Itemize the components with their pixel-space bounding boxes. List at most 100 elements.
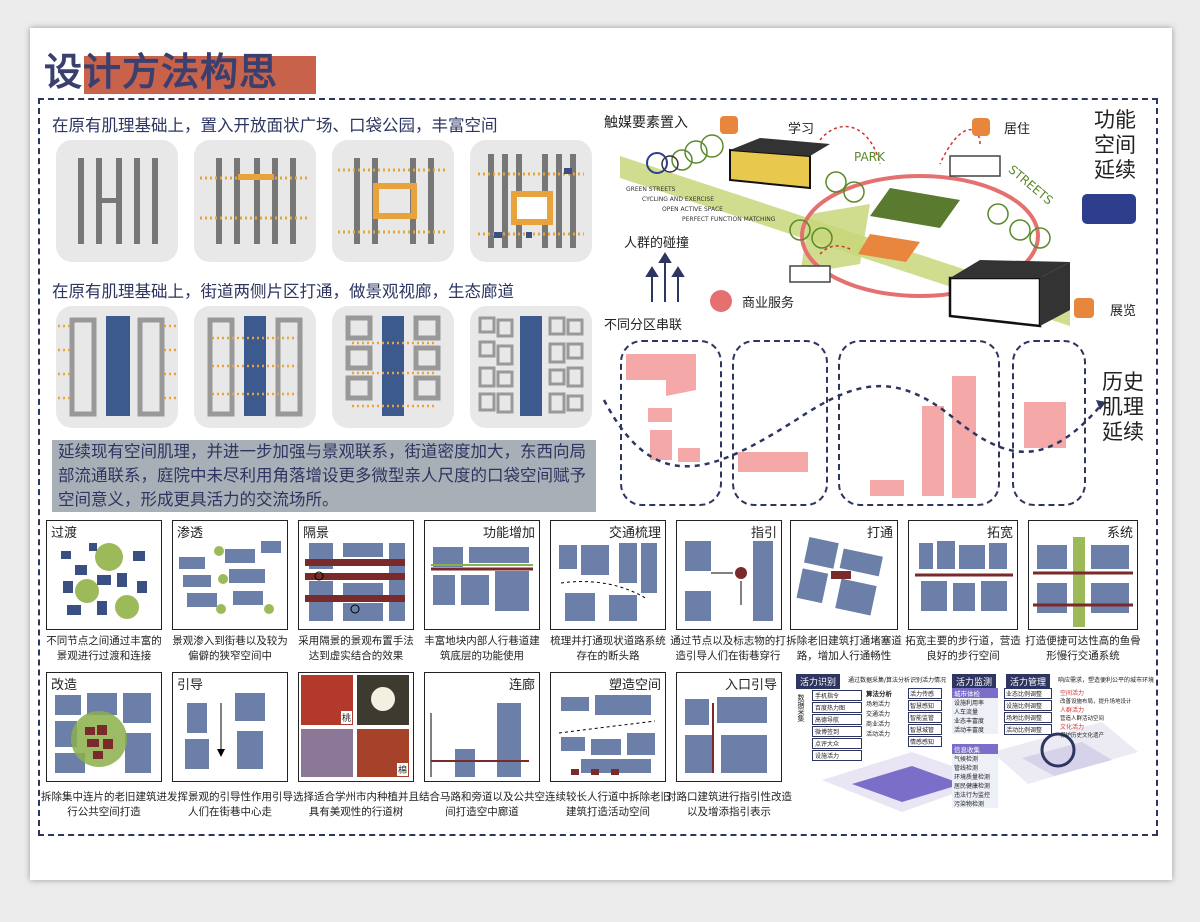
info-title: 信息收集	[952, 744, 998, 754]
panel-transition: 过渡	[46, 520, 162, 630]
note-people: 人群活力	[1060, 707, 1085, 714]
exhibit-label: 展览	[1110, 304, 1137, 319]
panel-label: 打通	[866, 526, 893, 541]
live-icon	[972, 118, 990, 136]
collect-item: 高德导航	[812, 714, 862, 725]
caption-infiltration: 景观渗入到街巷以及较为偏僻的狭窄空间中	[172, 635, 288, 662]
arrows-up-icon	[645, 252, 685, 302]
caption-renovate: 拆除集中连片的老旧建筑进行公共空间打造	[41, 791, 167, 818]
panel-label: 塑造空间	[608, 678, 661, 693]
eval-title: 城市体检	[952, 688, 998, 698]
info-item: 管线检测	[954, 765, 979, 772]
caption-lead: 发挥景观的引导性作用引导人们在街巷中心走	[167, 791, 293, 818]
info-item: 气候检测	[954, 756, 979, 763]
collect-item: 设施活力	[812, 750, 862, 761]
commerce-label: 商业服务	[742, 296, 795, 311]
en-line-1: GREEN STREETS	[626, 186, 676, 193]
eval-item: 设施利用率	[954, 700, 985, 707]
result-item: 智慧感知	[908, 700, 942, 711]
caption-transition: 不同节点之间通过丰富的景观进行过渡和连接	[46, 635, 162, 662]
history-texture-title: 历史肌理延续	[1102, 370, 1144, 444]
panel-label: 指引	[750, 526, 777, 541]
caption-widen: 拓宽主要的步行道，营造良好的步行空间	[905, 635, 1021, 662]
learn-label: 学习	[788, 122, 815, 137]
info-item: 居民健康检测	[954, 783, 991, 790]
title-accent-bar	[84, 56, 316, 94]
zones-label: 不同分区串联	[604, 318, 683, 333]
collect-label: 数据采集	[797, 694, 805, 722]
tree-badge-peach: 桃	[341, 711, 353, 724]
panel-label: 过渡	[51, 526, 78, 541]
caption-screen: 采用隔景的景观布置手法达到虚实结合的效果	[298, 635, 414, 662]
identify-badge: 活力识别	[796, 674, 841, 689]
panel-guidance: 指引	[676, 520, 782, 630]
eval-item: 业态丰富度	[954, 718, 985, 725]
panel-infiltration: 渗透	[172, 520, 288, 630]
function-space-title: 功能空间延续	[1094, 108, 1136, 182]
note-people-line: 营造人群活动空间	[1060, 716, 1105, 722]
panel-system: 系统	[1028, 520, 1138, 630]
info-item: 违法行为监控	[954, 792, 991, 799]
info-item: 环境质量检测	[954, 774, 991, 781]
panel-label: 改造	[51, 678, 78, 693]
corridor-tile-1	[56, 306, 178, 428]
texture-tile-axis	[194, 140, 316, 262]
panel-label: 入口引导	[724, 678, 777, 693]
panel-renovate: 改造	[46, 672, 162, 782]
panel-open-through: 打通	[790, 520, 898, 630]
panel-label: 连廊	[508, 678, 535, 693]
algo-item: 商业活力	[866, 721, 891, 728]
algo-item: 交通活力	[866, 711, 891, 718]
note-space: 空间活力	[1060, 690, 1085, 697]
caption-system: 打造便捷可达性高的鱼骨形慢行交通系统	[1025, 635, 1141, 662]
algo-title: 算法分析	[866, 690, 892, 698]
main-dashed-frame	[38, 98, 1158, 836]
crowd-label: 人群的碰撞	[624, 236, 690, 251]
catalyst-diagram	[620, 125, 1070, 328]
manage-item: 设施比例调整	[1004, 700, 1052, 711]
panel-lead: 引导	[172, 672, 288, 782]
identify-note: 通过数据采集/算法分析识别活力情况	[848, 677, 947, 684]
title-block: 设计方法构思	[44, 48, 316, 96]
panel-label: 渗透	[177, 526, 204, 541]
design-paragraph: 延续现有空间肌理，并进一步加强与景观联系，街道密度加大，东西向局部流通联系，庭院…	[52, 440, 596, 512]
collect-item: 手机指令	[812, 690, 862, 701]
panel-traffic: 交通梳理	[550, 520, 666, 630]
en-line-3: OPEN ACTIVE SPACE	[662, 206, 723, 213]
result-item: 智慧城管	[908, 724, 942, 735]
panel-label: 拓宽	[986, 526, 1013, 541]
result-item: 活力传感	[908, 688, 942, 699]
vitality-system-diagram: 活力识别 通过数据采集/算法分析识别活力情况 活力监测 活力管理 响应需求，塑造…	[792, 672, 1154, 828]
collect-item: 点评大众	[812, 738, 862, 749]
collect-item: 微博签到	[812, 726, 862, 737]
note-culture-line: 保护历史文化遗产	[1060, 733, 1105, 739]
panel-screen: 隔景	[298, 520, 414, 630]
bus-icon	[1082, 194, 1136, 224]
manage-badge: 活力管理	[1006, 674, 1051, 689]
caption-entrance-guide: 对路口建筑进行指引性改造以及增添指引表示	[666, 791, 792, 818]
park-label: PARK	[854, 150, 885, 164]
panel-label: 功能增加	[482, 526, 535, 541]
corridor-tile-3	[332, 306, 454, 428]
page-title: 设计方法构思	[44, 50, 279, 94]
corridor-tile-4	[470, 306, 592, 428]
learn-icon	[720, 116, 738, 134]
catalyst-title: 触媒要素置入	[604, 115, 688, 131]
eval-item: 人车流量	[954, 709, 979, 716]
caption-skybridge: 结合马路和旁道以及公共空间打造空中廊道	[419, 791, 545, 818]
manage-item: 场地比例调整	[1004, 712, 1052, 723]
algo-item: 活动活力	[866, 731, 891, 738]
panel-shape-space: 塑造空间	[550, 672, 666, 782]
texture-tile-plaza	[332, 140, 454, 262]
algo-item: 场地活力	[866, 701, 891, 708]
panel-label: 系统	[1106, 526, 1133, 541]
manage-item: 活动比例调整	[1004, 724, 1052, 735]
texture-tile-pocket-park	[470, 140, 592, 262]
panel-skybridge: 连廊	[424, 672, 540, 782]
info-item: 污染物检测	[954, 801, 985, 808]
exhibit-icon	[1074, 298, 1094, 318]
zone-box-1	[620, 340, 722, 506]
commerce-icon	[710, 290, 732, 312]
monitor-badge: 活力监测	[952, 674, 997, 689]
collect-item: 百度热力图	[812, 702, 862, 713]
